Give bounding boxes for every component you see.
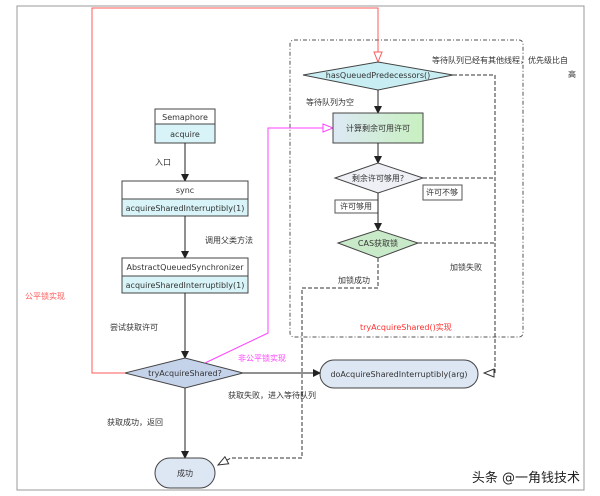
do-acquire-label: doAcquireSharedInterruptibly(arg) <box>330 370 467 379</box>
outer-frame <box>16 5 585 491</box>
success-label: 成功 <box>177 468 193 478</box>
sync-method: acquireSharedInterruptibly(1) <box>126 204 245 213</box>
aqs-title: AbstractQueuedSynchronizer <box>126 263 244 272</box>
sync-title: sync <box>176 186 194 195</box>
try-acquire-label: tryAcquireShared? <box>148 369 222 378</box>
compute-box <box>332 112 424 144</box>
nonfair-path <box>204 128 333 364</box>
impl-label: tryAcquireShared()实现 <box>360 322 452 332</box>
cas-label: CAS获取锁 <box>358 238 398 248</box>
compute-label: 计算剩余可用许可 <box>346 123 410 133</box>
success-return-label: 获取成功，返回 <box>107 417 163 427</box>
fair-label: 公平锁实现 <box>25 291 65 301</box>
fair-path <box>91 7 378 374</box>
not-enough-label: 许可不够 <box>426 187 458 197</box>
success-node <box>154 457 216 489</box>
try-permit-label: 尝试获取许可 <box>110 322 158 332</box>
queue-has-others-label-2: 高 <box>568 69 576 79</box>
fail-enqueue-label: 获取失败，进入等待队列 <box>228 390 316 400</box>
aqs-method: acquireSharedInterruptibly(1) <box>126 281 245 290</box>
is-enough-label: 许可够用 <box>340 201 372 211</box>
queue-empty-label: 等待队列为空 <box>306 97 354 107</box>
semaphore-method: acquire <box>170 130 200 139</box>
impl-frame <box>289 39 524 338</box>
watermark: 头条 @一角钱技术 <box>471 471 580 486</box>
entry-label: 入口 <box>155 158 171 167</box>
enough-label: 剩余许可够用? <box>352 173 404 183</box>
semaphore-title: Semaphore <box>162 113 208 122</box>
queue-has-others-label: 等待队列已经有其他线程，优先级比自 <box>432 55 568 65</box>
has-queued-label: hasQueuedPredecessors() <box>326 71 430 80</box>
lock-success-label: 加锁成功 <box>338 275 370 285</box>
call-parent-label: 调用父类方法 <box>205 235 253 245</box>
nonfair-label: 非公平锁实现 <box>238 353 286 363</box>
lock-fail-label: 加锁失败 <box>450 262 482 272</box>
